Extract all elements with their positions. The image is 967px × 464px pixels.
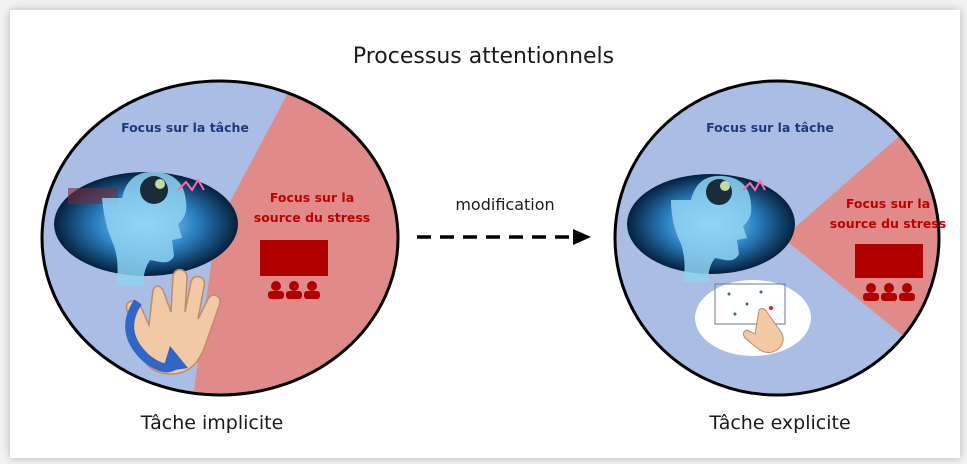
left-focus-stress-label: Focus sur la source du stress: [242, 188, 382, 228]
audience-icon: [855, 244, 923, 301]
right-focus-stress-line2: source du stress: [829, 216, 947, 231]
dashed-arrow-icon: [417, 229, 591, 245]
audience-icon: [260, 240, 328, 299]
touchscreen-hand-icon: [695, 280, 811, 356]
hand-icon: [125, 268, 221, 375]
left-stress-region: [193, 81, 398, 395]
right-caption: Tâche explicite: [709, 412, 851, 434]
right-focus-stress-line1: Focus sur la: [845, 196, 931, 211]
left-circle: [40, 79, 400, 397]
rotate-arrow-icon: [125, 299, 188, 373]
head-brain-icon: [54, 171, 238, 286]
right-focus-stress-label: Focus sur la source du stress: [826, 194, 950, 234]
right-circle: [613, 79, 941, 397]
right-focus-task-label: Focus sur la tâche: [706, 120, 834, 135]
left-focus-stress-line2: source du stress: [253, 210, 371, 225]
left-caption: Tâche implicite: [140, 412, 284, 434]
left-focus-task-label: Focus sur la tâche: [121, 120, 249, 135]
left-focus-stress-line1: Focus sur la: [269, 190, 355, 205]
diagram-title: Processus attentionnels: [352, 44, 615, 69]
modification-label: modification: [455, 195, 555, 214]
head-brain-icon: [627, 174, 795, 282]
